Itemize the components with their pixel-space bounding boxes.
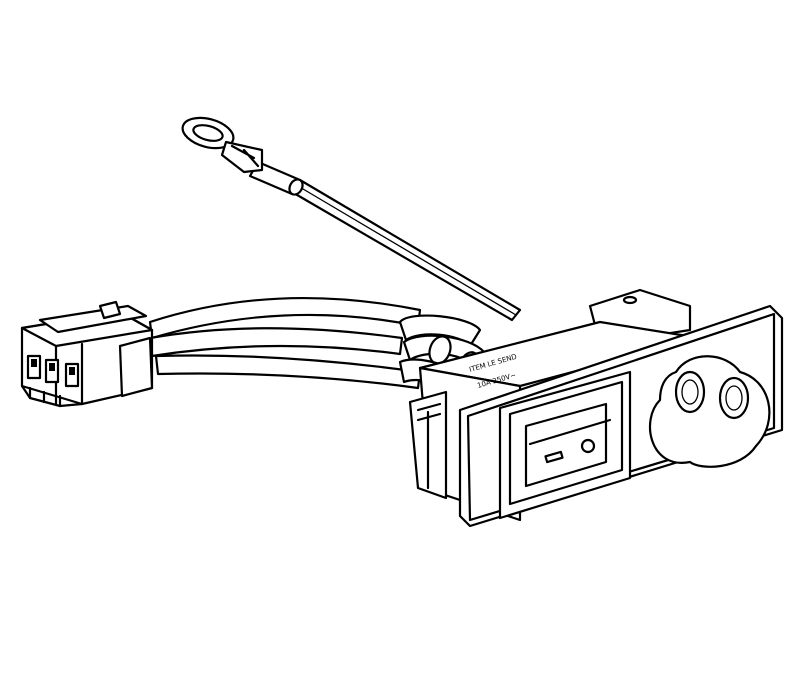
c7-socket bbox=[648, 355, 771, 468]
switch-off-mark bbox=[544, 450, 564, 464]
socket-pin-right bbox=[718, 376, 750, 420]
socket-pin-left bbox=[674, 370, 706, 414]
switch-on-mark bbox=[580, 438, 596, 454]
cable-bundle bbox=[148, 297, 422, 390]
rocker-switch bbox=[498, 370, 632, 520]
three-pin-connector bbox=[20, 300, 154, 408]
ring-terminal bbox=[181, 116, 264, 174]
connector-pin-slots bbox=[26, 354, 80, 388]
housing-top-block bbox=[418, 288, 702, 388]
